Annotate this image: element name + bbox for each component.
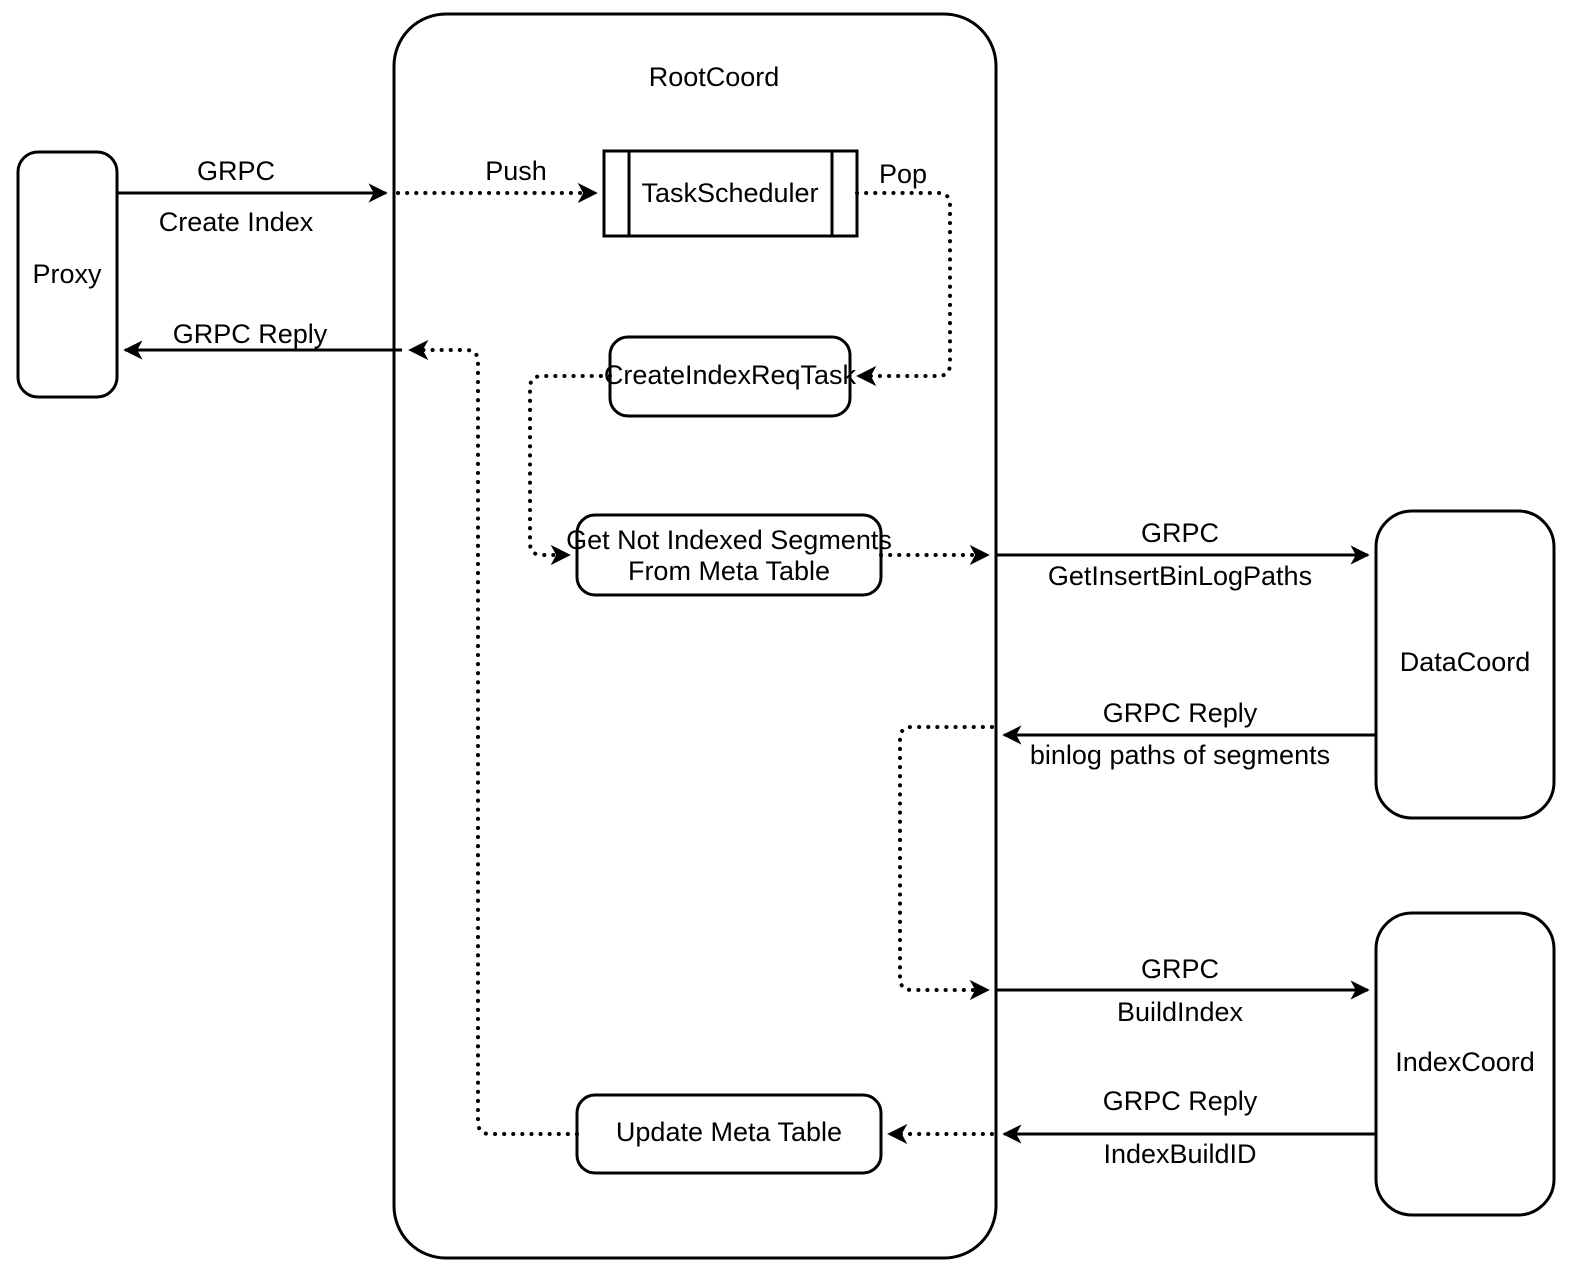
edge-datacoord-to-rootcoord: GRPC Reply binlog paths of segments (1002, 698, 1376, 770)
edge-rootcoord-to-indexcoord-label-bottom: BuildIndex (1117, 997, 1244, 1027)
edge-proxy-to-rootcoord-label-bottom: Create Index (159, 207, 314, 237)
edge-indexcoord-to-rootcoord-label-top: GRPC Reply (1103, 1086, 1258, 1116)
data-coord-label: DataCoord (1400, 647, 1531, 677)
edge-rootcoord-to-datacoord-label-top: GRPC (1141, 518, 1219, 548)
edge-binlog-reply-to-buildindex (898, 725, 994, 1001)
edge-rootcoord-to-proxy: GRPC Reply (123, 319, 402, 360)
edge-datacoord-to-rootcoord-label-bottom: binlog paths of segments (1030, 740, 1330, 770)
edge-push-to-scheduler: Push (396, 156, 598, 204)
index-coord-label: IndexCoord (1395, 1047, 1535, 1077)
task-scheduler-node[interactable]: TaskScheduler (602, 149, 859, 238)
edge-rootcoord-to-datacoord: GRPC GetInsertBinLogPaths (996, 518, 1370, 591)
edge-rootcoord-to-datacoord-label-bottom: GetInsertBinLogPaths (1048, 561, 1312, 591)
update-meta-table-node[interactable]: Update Meta Table (575, 1093, 883, 1175)
rootcoord-title: RootCoord (649, 62, 780, 92)
edge-pop-label: Pop (879, 159, 927, 189)
edge-push-label: Push (485, 156, 547, 186)
edge-proxy-to-rootcoord: GRPC Create Index (117, 156, 388, 237)
get-not-indexed-segments-label-line2: From Meta Table (628, 556, 830, 586)
edge-update-meta-table-to-reply (408, 339, 579, 1136)
rootcoord-container: RootCoord (392, 12, 998, 1260)
proxy-node[interactable]: Proxy (16, 150, 119, 399)
task-scheduler-label: TaskScheduler (641, 178, 818, 208)
data-coord-node[interactable]: DataCoord (1374, 509, 1556, 820)
edge-datacoord-to-rootcoord-label-top: GRPC Reply (1103, 698, 1258, 728)
edge-proxy-to-rootcoord-label-top: GRPC (197, 156, 275, 186)
index-coord-node[interactable]: IndexCoord (1374, 911, 1556, 1217)
edge-indexcoord-to-rootcoord: GRPC Reply IndexBuildID (1002, 1086, 1376, 1169)
edge-indexcoord-to-rootcoord-label-bottom: IndexBuildID (1103, 1139, 1256, 1169)
create-index-req-task-node[interactable]: CreateIndexReqTask (604, 335, 857, 418)
edge-create-task-to-get-segments (528, 374, 612, 566)
edge-rootcoord-to-indexcoord-label-top: GRPC (1141, 954, 1219, 984)
proxy-label: Proxy (32, 259, 102, 289)
create-index-req-task-label: CreateIndexReqTask (604, 360, 857, 390)
edge-rootcoord-to-indexcoord: GRPC BuildIndex (996, 954, 1370, 1027)
edge-rootcoord-to-proxy-label-top: GRPC Reply (173, 319, 328, 349)
get-not-indexed-segments-node[interactable]: Get Not Indexed Segments From Meta Table (566, 513, 892, 597)
get-not-indexed-segments-label-line1: Get Not Indexed Segments (566, 525, 892, 555)
update-meta-table-label: Update Meta Table (616, 1117, 842, 1147)
edge-pop-from-scheduler: Pop (855, 159, 952, 387)
